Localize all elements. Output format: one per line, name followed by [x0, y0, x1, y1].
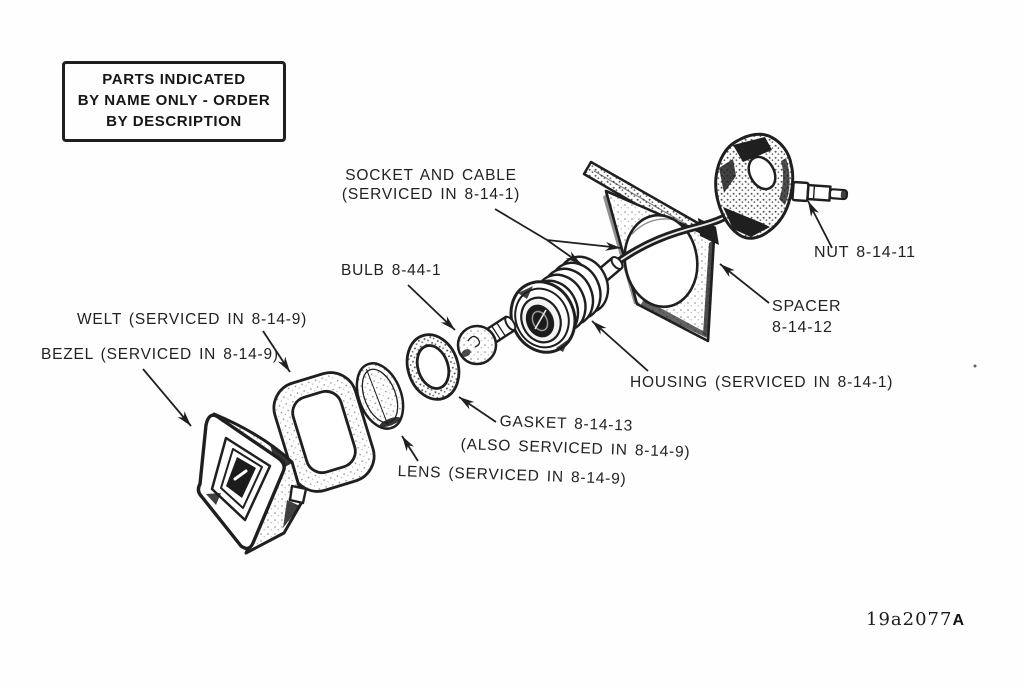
- housing-drawing: [509, 255, 624, 354]
- spacer-arrow: [719, 263, 770, 304]
- spacer-drawing: [582, 160, 719, 343]
- lens-arrow: [401, 435, 419, 462]
- gasket-arrow: [458, 396, 497, 423]
- leader-arrows: [142, 200, 833, 462]
- note-line-2: BY NAME ONLY - ORDER: [77, 92, 271, 109]
- nut-arrow: [807, 200, 833, 249]
- figure-number-suffix: A: [952, 612, 965, 629]
- label-nut: NUT 8-14-11: [814, 244, 916, 261]
- cable-end-connector-drawing: [791, 180, 849, 203]
- bezel-arrow: [142, 368, 192, 427]
- figure-number-base: 19a2077: [866, 609, 953, 630]
- label-socket-line-2: (SERVICED IN 8-14-1): [341, 186, 521, 203]
- figure-number: 19a2077A: [866, 609, 964, 630]
- housing-arrow: [591, 320, 649, 372]
- label-bezel: BEZEL (SERVICED IN 8-14-9): [41, 346, 279, 363]
- socket-arrow-2: [546, 239, 622, 251]
- note-line-1: PARTS INDICATED: [102, 71, 246, 88]
- parts-note-box: PARTS INDICATED BY NAME ONLY - ORDER BY …: [62, 61, 286, 142]
- welt-arrow: [262, 330, 291, 373]
- label-housing: HOUSING (SERVICED IN 8-14-1): [630, 374, 894, 391]
- label-spacer-line-1: SPACER: [772, 298, 842, 315]
- label-socket-line-1: SOCKET AND CABLE: [345, 167, 517, 184]
- bezel-drawing: [196, 412, 308, 555]
- gasket-drawing: [405, 333, 461, 401]
- socket-arrow-stem: [494, 208, 548, 241]
- label-bulb: BULB 8-44-1: [341, 262, 442, 279]
- bulb-drawing: [456, 315, 517, 366]
- label-socket-and-cable: SOCKET AND CABLE (SERVICED IN 8-14-1): [335, 166, 527, 204]
- nut-drawing: [714, 132, 795, 240]
- welt-drawing: [272, 371, 376, 493]
- socket-arrow-1: [546, 239, 582, 265]
- label-welt: WELT (SERVICED IN 8-14-9): [77, 311, 308, 328]
- label-spacer-line-2: 8-14-12: [772, 319, 833, 336]
- note-line-3: BY DESCRIPTION: [106, 113, 242, 130]
- paper-speck: [973, 364, 977, 368]
- bulb-arrow: [407, 284, 456, 331]
- label-spacer: SPACER 8-14-12: [772, 296, 841, 338]
